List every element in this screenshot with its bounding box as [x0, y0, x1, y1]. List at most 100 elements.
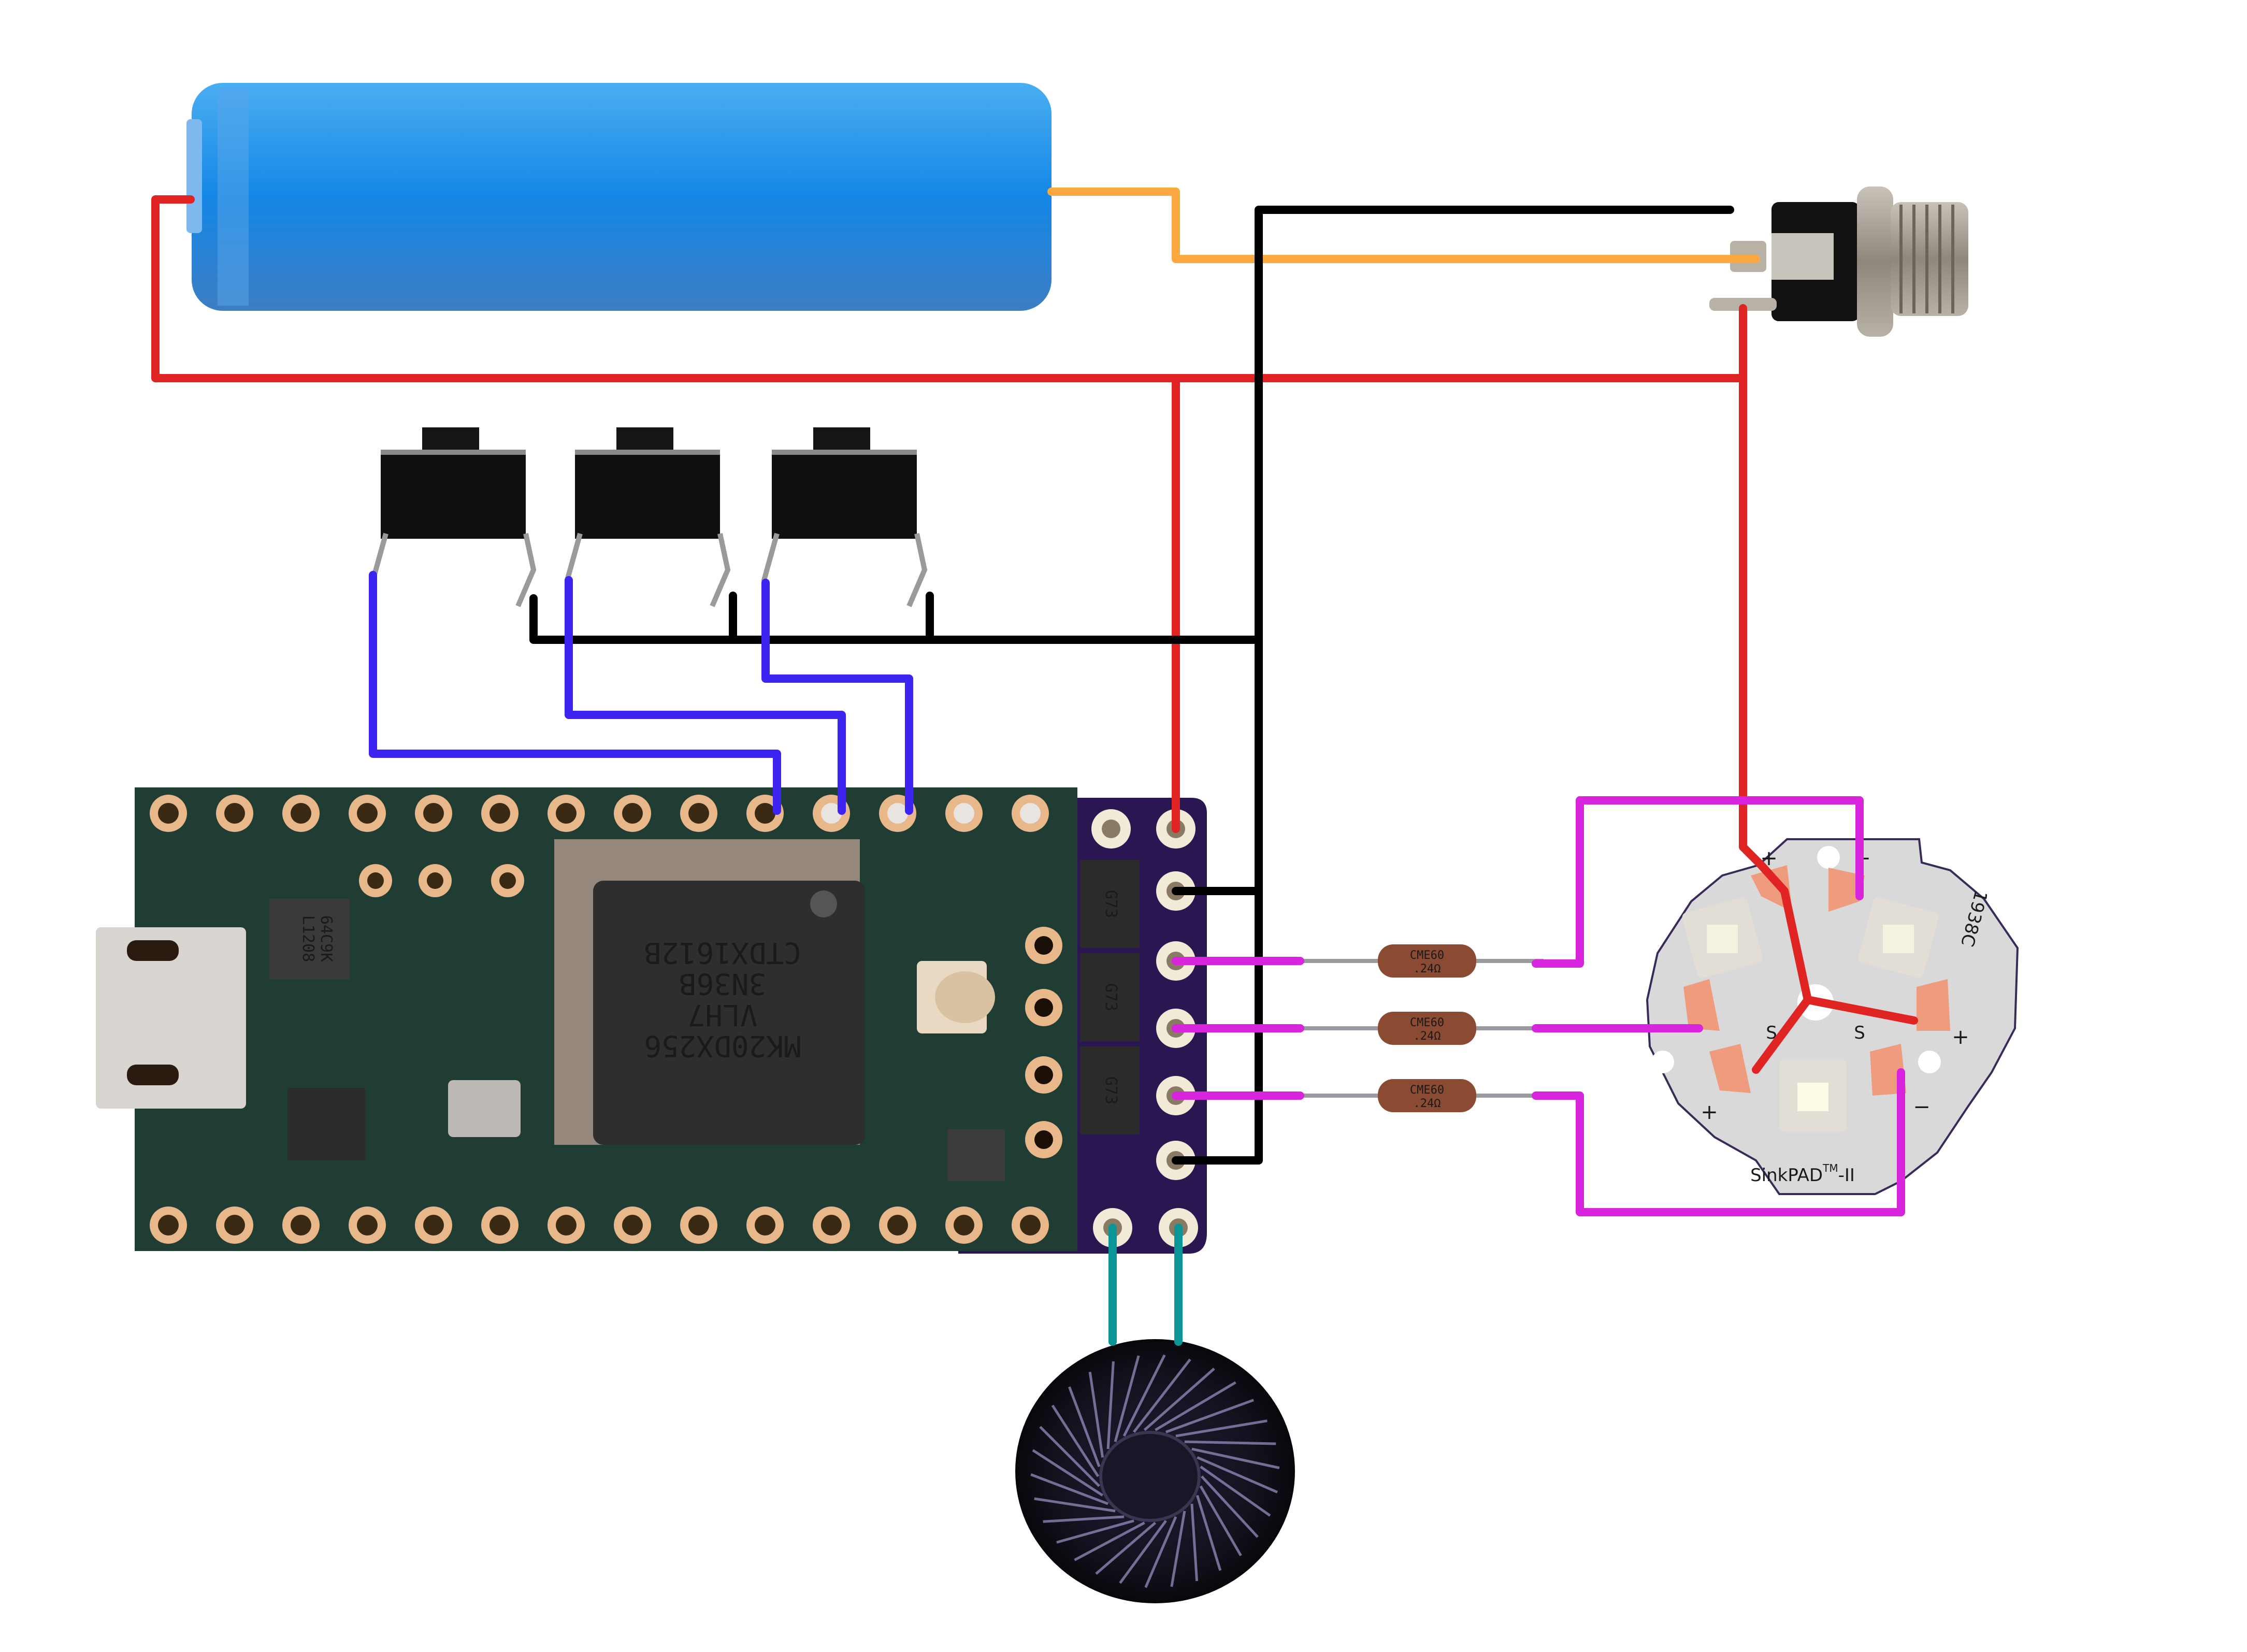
speaker: [1015, 1339, 1295, 1603]
resistor-value: .24Ω: [1414, 1097, 1441, 1110]
button-2-rim: [575, 450, 720, 455]
wire-led-1-out: [1532, 796, 1864, 968]
accelerometer-chip: [287, 1088, 365, 1160]
resistor-type: CME60: [1410, 949, 1444, 962]
speaker-rib: [1175, 1419, 1267, 1438]
led-emitter-3: [1779, 1059, 1847, 1132]
wire-ground-jack: [1172, 206, 1734, 1165]
speaker-rib: [1068, 1386, 1101, 1468]
speaker-rib: [1034, 1497, 1116, 1513]
micro-usb-port[interactable]: [96, 927, 246, 1109]
mosfet-1: [1080, 860, 1140, 948]
resistor-1: CME60.24Ω: [1295, 944, 1544, 978]
header-pin: [216, 1206, 253, 1244]
wire-ground-buttons: [529, 594, 1263, 644]
header-pin: [548, 795, 585, 832]
speaker-rib: [1155, 1381, 1236, 1431]
speaker-rib: [1144, 1516, 1177, 1588]
header-pin: [1025, 927, 1062, 964]
led-pad-label-6: −: [1913, 1095, 1931, 1119]
speaker-rib: [1032, 1449, 1104, 1497]
header-pin: [481, 795, 518, 832]
resistor-value: .24Ω: [1414, 963, 1441, 975]
header-pin: [945, 795, 983, 832]
battery: [186, 83, 1052, 311]
mcu-marking-line-2: VLH7: [688, 998, 758, 1031]
speaker-rib: [1122, 1354, 1166, 1437]
button-1[interactable]: [370, 427, 537, 622]
header-pin: [614, 1206, 651, 1244]
led-pad-5: [1709, 1044, 1751, 1093]
button-1-body: [381, 451, 526, 539]
mosfet-3: [1080, 1046, 1140, 1134]
speaker-rib: [1051, 1404, 1100, 1477]
program-button-cap[interactable]: [935, 971, 995, 1023]
speaker-rib: [1119, 1520, 1167, 1584]
speaker-rib: [1170, 1511, 1186, 1587]
header-pin: [349, 795, 386, 832]
header-pin: [680, 795, 717, 832]
speaker-rib: [1199, 1485, 1242, 1557]
header-pin: [415, 1206, 452, 1244]
speaker-rib: [1201, 1475, 1259, 1538]
button-2[interactable]: [564, 427, 731, 622]
header-pin: [282, 795, 320, 832]
dc-jack-clip: [1771, 233, 1834, 280]
wire-led-3-out: [1532, 1068, 1905, 1216]
header-pin: [1025, 1056, 1062, 1094]
header-pin: [879, 1206, 916, 1244]
header-pin: [614, 795, 651, 832]
usb-shell[interactable]: [96, 927, 246, 1109]
speaker-rib: [1197, 1456, 1278, 1493]
button-3-leg-right: [906, 533, 928, 607]
teensy-header-pins: [150, 795, 1062, 1244]
led-star-brand: SinkPADTM-II: [1750, 1162, 1855, 1186]
wire-button-2: [565, 576, 846, 815]
dc-jack-thread-lines: [1899, 205, 1954, 313]
header-pin: [216, 795, 253, 832]
speaker-rib: [1043, 1515, 1125, 1523]
battery-shrink-band: [218, 88, 249, 306]
wire-button-3: [761, 579, 913, 815]
program-button[interactable]: [917, 961, 995, 1033]
speaker-rib: [1133, 1358, 1191, 1433]
header-pin: [680, 1206, 717, 1244]
led-pad-1: [1751, 865, 1792, 912]
resistor-value: .24Ω: [1414, 1030, 1441, 1043]
header-pin: [419, 864, 452, 897]
header-pin: [359, 864, 392, 897]
header-pin: [282, 1206, 320, 1244]
small-ic-body: [269, 899, 350, 979]
resistor-3: CME60.24Ω: [1295, 1079, 1544, 1112]
regulator-chip: [948, 1129, 1005, 1181]
button-3[interactable]: [761, 427, 928, 622]
led-star-hole-left: [1651, 1051, 1674, 1073]
speaker-dome: [1099, 1431, 1201, 1522]
dc-jack-thread: [1891, 202, 1968, 316]
resistor-body: [1378, 1079, 1476, 1112]
speaker-rib: [1095, 1521, 1157, 1575]
mosfet-2-marking: G73: [1102, 983, 1120, 1011]
button-1-leg-right: [515, 533, 537, 607]
resistor-type: CME60: [1410, 1016, 1444, 1029]
led-pad-label-5: +: [1701, 1100, 1718, 1124]
resistor-type: CME60: [1410, 1084, 1444, 1097]
header-pin: [548, 1206, 585, 1244]
small-ic-marking-2: L1208: [299, 915, 317, 962]
header-pin: [491, 864, 524, 897]
teensy-board: MK20DX256 VLH7 3N36B CTDX1612B 64C9K L12…: [96, 787, 1077, 1251]
mosfet-3-marking: G73: [1102, 1076, 1120, 1104]
small-ic: 64C9K L1208: [269, 899, 350, 979]
header-pin: [1025, 1121, 1062, 1158]
button-2-body: [575, 451, 720, 539]
button-2-leg-right: [710, 533, 731, 607]
wires: [151, 188, 1918, 1346]
header-pin: [349, 1206, 386, 1244]
led-pad-3: [1683, 979, 1720, 1031]
resistor-body: [1378, 1012, 1476, 1045]
mcu-marking-line-4: CTDX1612B: [644, 936, 801, 969]
speaker-rib: [1195, 1495, 1222, 1571]
dc-jack-flange: [1857, 186, 1893, 337]
speaker-rib: [1106, 1361, 1115, 1449]
